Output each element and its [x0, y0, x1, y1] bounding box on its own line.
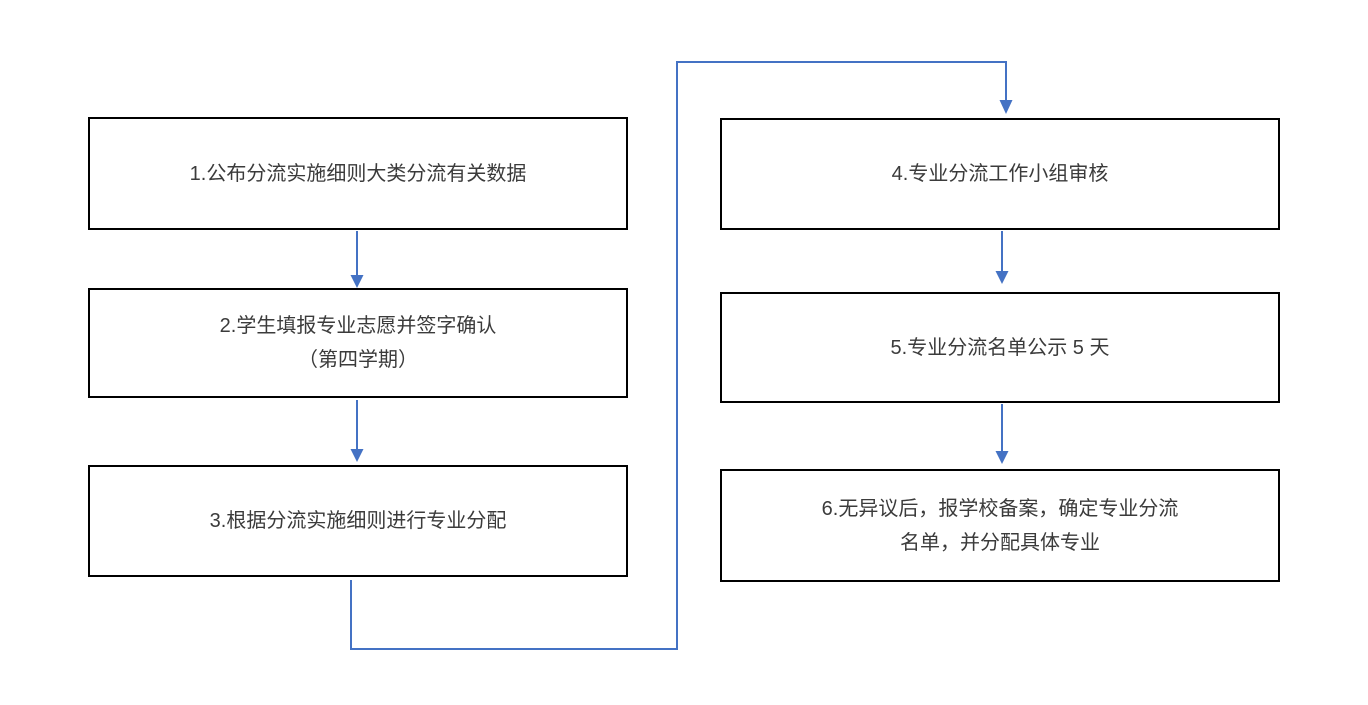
- arrow-step4-to-step5-icon: [995, 231, 1009, 284]
- arrow-step3-to-step4-icon: [350, 61, 1013, 650]
- flow-step-3-label: 3.根据分流实施细则进行专业分配: [209, 510, 507, 532]
- flow-step-4: 4.专业分流工作小组审核: [720, 118, 1280, 230]
- flow-step-2-label-line2: （第四学期）: [298, 349, 418, 371]
- flow-step-5: 5.专业分流名单公示 5 天: [720, 292, 1280, 403]
- arrow-step1-to-step2-icon: [350, 231, 364, 288]
- flow-step-6: 6.无异议后，报学校备案，确定专业分流 名单，并分配具体专业: [720, 469, 1280, 582]
- arrow-step5-to-step6-icon: [995, 404, 1009, 464]
- flow-step-2: 2.学生填报专业志愿并签字确认 （第四学期）: [88, 288, 628, 398]
- flow-step-2-label-line1: 2.学生填报专业志愿并签字确认: [219, 315, 497, 337]
- flow-step-5-label: 5.专业分流名单公示 5 天: [890, 336, 1110, 359]
- flow-step-1-label: 1.公布分流实施细则大类分流有关数据: [189, 162, 527, 185]
- arrow-step2-to-step3-icon: [350, 400, 364, 462]
- flow-step-1: 1.公布分流实施细则大类分流有关数据: [88, 117, 628, 230]
- flow-step-6-label-line2: 名单，并分配具体专业: [900, 531, 1100, 554]
- flow-step-6-label-line1: 6.无异议后，报学校备案，确定专业分流: [821, 497, 1179, 520]
- flow-step-4-label: 4.专业分流工作小组审核: [891, 163, 1109, 185]
- flow-step-3: 3.根据分流实施细则进行专业分配: [88, 465, 628, 577]
